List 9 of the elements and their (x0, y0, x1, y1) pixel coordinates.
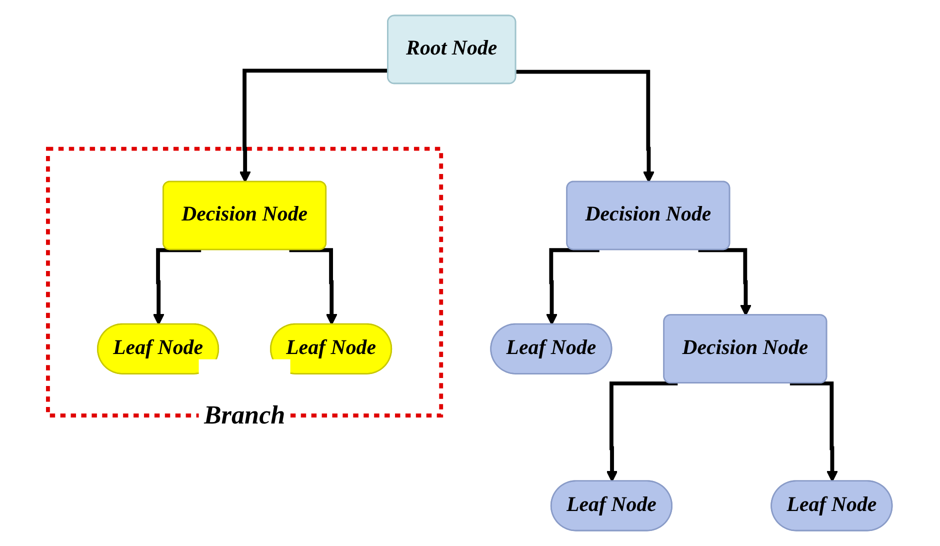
arrow (790, 382, 838, 482)
arrow (698, 248, 752, 316)
arrow (546, 248, 600, 326)
node-label: Branch (204, 401, 286, 430)
arrow (239, 68, 388, 183)
arrow (516, 70, 654, 183)
arrow (152, 248, 202, 326)
arrow (606, 382, 678, 482)
arrow (289, 248, 338, 326)
